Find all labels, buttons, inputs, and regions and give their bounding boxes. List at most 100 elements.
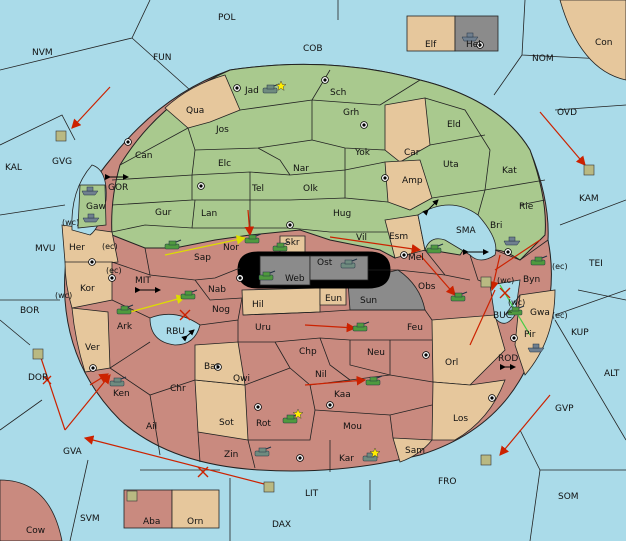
label-gwa: Gwa [530,308,550,318]
label-jos: Jos [215,125,229,135]
label-gva: GVA [63,447,83,457]
label-car: Car [404,148,420,158]
build-marker-icon [126,490,138,502]
label-jad: Jad [244,86,259,96]
label-kor-wc: (wc) [55,291,72,300]
label-cow: Cow [26,526,45,536]
province-kor[interactable] [64,261,113,309]
label-elc: Elc [218,159,231,169]
label-esm: Esm [389,232,408,242]
double-arrow-icon [422,199,439,216]
build-marker-icon [263,481,275,493]
label-orn: Orn [187,517,203,527]
label-ark: Ark [117,322,133,332]
label-uru: Uru [255,323,271,333]
label-kor: Kor [80,284,95,294]
label-rot: Rot [256,419,271,429]
province-gwa[interactable] [514,289,556,376]
label-ail: Ail [146,422,157,432]
label-gaw: Gaw [86,202,106,212]
label-elf: Elf [425,40,437,50]
province-sam[interactable] [392,437,433,463]
label-zin: Zin [224,450,238,460]
label-sot: Sot [219,418,234,428]
label-sam: Sam [405,446,425,456]
label-yok: Yok [354,148,371,158]
label-lan: Lan [201,209,217,219]
label-rod: ROD [498,354,518,364]
label-ovd: OVD [557,108,577,118]
label-eld: Eld [447,120,461,130]
label-gor: GOR [108,183,128,193]
build-marker-icon [480,276,492,288]
province-orl[interactable] [431,314,506,386]
label-her-wc: (wc) [62,218,79,227]
label-nor: Nor [223,243,239,253]
province-gaw[interactable] [77,184,107,229]
tan-provinces [61,74,556,463]
label-neu: Neu [367,348,385,358]
label-lit: LIT [305,489,319,499]
label-qua: Qua [186,106,204,116]
province-los[interactable] [431,379,506,441]
label-nab: Nab [208,285,226,295]
province-car[interactable] [384,97,431,163]
province-sot[interactable] [194,379,249,441]
label-obs: Obs [418,282,436,292]
label-con: Con [595,38,613,48]
label-tel: Tel [251,184,264,194]
label-fun: FUN [153,53,172,63]
province-orn[interactable] [171,489,220,529]
label-los: Los [453,414,468,424]
label-can: Can [135,151,153,161]
province-con[interactable] [559,0,626,81]
label-byn-wc: (wc) [497,276,514,285]
label-sch: Sch [330,88,346,98]
label-fro: FRO [438,477,457,487]
province-amp[interactable] [384,159,433,211]
province-ost[interactable] [309,255,369,281]
province-elf[interactable] [406,15,456,52]
label-gur: Gur [155,208,172,218]
label-vil: Vil [356,233,367,243]
label-hug: Hug [333,209,351,219]
label-nom: NOM [532,54,554,64]
build-marker-icon [55,130,67,142]
label-orl: Orl [445,358,458,368]
label-mvu: MVU [35,244,56,254]
label-bor: BOR [20,306,39,316]
label-mou: Mou [343,422,362,432]
label-gvg: GVG [52,157,72,167]
label-sap: Sap [194,253,211,263]
label-gwa-ec: (ec) [552,311,568,320]
label-kaa: Kaa [334,390,351,400]
label-bri: Bri [490,221,502,231]
label-web: Web [285,274,305,284]
label-gvp: GVP [555,404,574,414]
x-mark-icon [179,309,191,321]
label-kat: Kat [502,166,517,176]
province-ver[interactable] [71,307,111,373]
province-qua[interactable] [164,74,241,129]
label-nar: Nar [293,164,309,174]
label-mit: MIT [135,276,151,286]
label-tei: TEI [588,259,603,269]
label-pir: Pir [524,330,536,340]
build-marker-icon [32,348,44,360]
label-nog: Nog [212,305,230,315]
label-byn: Byn [523,275,540,285]
label-chp: Chp [299,347,317,357]
label-alt: ALT [604,369,620,379]
label-nil: Nil [315,370,327,380]
label-dax: DAX [272,520,291,530]
label-mel: Mel [408,253,424,263]
convoy-arrows [105,174,516,370]
label-olk: Olk [303,184,319,194]
label-eun: Eun [325,294,342,304]
label-uta: Uta [443,160,459,170]
label-bar: Bar [204,362,220,372]
label-her: Her [69,243,85,253]
label-svm: SVM [80,514,100,524]
